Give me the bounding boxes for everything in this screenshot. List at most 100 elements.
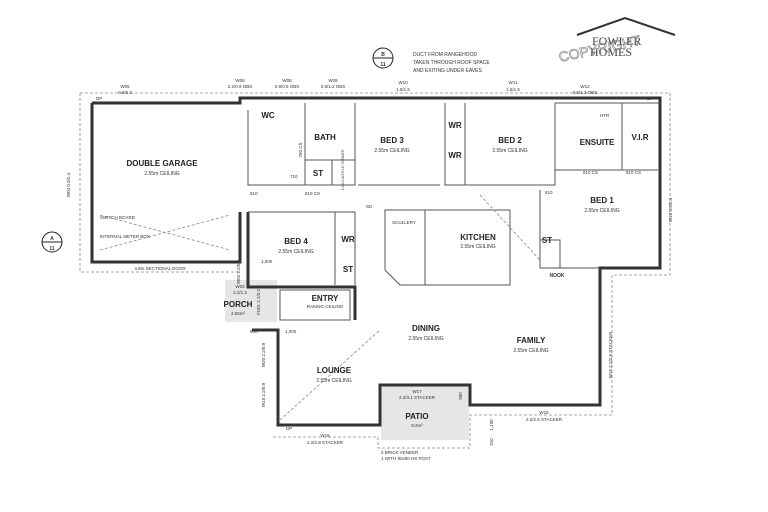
svg-text:RAKING CEILING: RAKING CEILING [307,304,344,309]
svg-text:W11: W11 [509,80,518,85]
svg-text:760 CS: 760 CS [298,142,303,157]
svg-text:500: 500 [250,329,258,334]
svg-text:FD01 2.2/3.2: FD01 2.2/3.2 [256,288,261,315]
svg-text:W02: W02 [235,284,245,289]
room-wr-2: WR [448,151,462,160]
svg-text:W20 2.2/0.9: W20 2.2/0.9 [261,342,266,367]
svg-text:W17: W17 [412,389,422,394]
room-vir: V.I.R [631,133,648,142]
meter-box-label: INTERNAL METER BOX [100,234,150,239]
svg-text:11: 11 [380,62,386,68]
svg-text:2.2/1.2: 2.2/1.2 [233,290,247,295]
room-lounge: LOUNGE [317,366,352,375]
svg-text:0.9/0.9 OBS: 0.9/0.9 OBS [275,84,300,89]
svg-text:810 CS: 810 CS [626,170,641,175]
svg-text:2.55m CEILING: 2.55m CEILING [492,148,527,154]
room-dining: DINING [412,324,440,333]
room-double-garage: DOUBLE GARAGE [126,159,198,168]
svg-text:2.55m CEILING: 2.55m CEILING [278,249,313,255]
svg-text:W18: W18 [320,433,330,438]
svg-text:W08: W08 [282,78,292,83]
svg-text:2.2/0.9 OBS: 2.2/0.9 OBS [228,84,253,89]
room-entry: ENTRY [312,294,339,303]
shower-label: 1.0x1.0 ACRYLIC SHOWER [341,149,345,190]
room-store-bed4: ST [343,265,353,274]
section-marker-a: A 11 [41,231,63,253]
svg-text:2.55m²: 2.55m² [231,311,246,316]
external-walls [90,96,662,427]
svg-text:810: 810 [545,190,553,195]
duct-note-1: DUCT FROM RANGEHOOD [413,52,477,58]
svg-text:W16: W16 [539,410,549,415]
room-wr-1: WR [448,121,462,130]
svg-text:DP: DP [286,426,292,431]
svg-text:11: 11 [49,246,55,252]
svg-text:2.2/3.1 STACKER: 2.2/3.1 STACKER [399,395,436,400]
svg-text:W13 0.9/2.4: W13 0.9/2.4 [668,197,673,222]
svg-text:A: A [50,236,54,242]
room-bed1: BED 1 [590,196,614,205]
room-scullery: SCULLERY [392,220,416,225]
svg-text:1.5/1.5: 1.5/1.5 [396,87,410,92]
svg-text:0.9/1.2 OBS: 0.9/1.2 OBS [321,84,346,89]
svg-text:HTR: HTR [600,113,610,118]
svg-text:0.8/2.2: 0.8/2.2 [118,90,132,95]
switch-board-label: SWITCH BOARD [100,215,136,220]
section-marker-b: B 11 [372,47,394,69]
svg-text:810 CS: 810 CS [583,170,598,175]
svg-text:2.55m CEILING: 2.55m CEILING [513,348,548,354]
svg-text:DP: DP [647,96,653,101]
duct-note-3: AND EXITING UNDER EAVES [413,68,482,74]
svg-text:W09: W09 [328,78,338,83]
svg-text:2 BRICK VENEER: 2 BRICK VENEER [381,450,419,455]
patio-area [381,386,469,440]
svg-text:FOWLER: FOWLER [592,34,641,48]
svg-text:DP: DP [96,96,102,101]
room-porch: PORCH [224,300,253,309]
svg-text:9.2m²: 9.2m² [411,423,423,428]
svg-text:W04 0.9/2.4: W04 0.9/2.4 [66,172,71,197]
svg-text:W15 2.2/2.8 STACKER: W15 2.2/2.8 STACKER [608,331,613,378]
svg-text:2.2/2.8 STACKER: 2.2/2.8 STACKER [307,440,344,445]
fowler-homes-logo: FOWLER HOMES COPYRIGHT [557,16,676,65]
room-family: FAMILY [517,336,546,345]
svg-text:0.9/1.2 OBS: 0.9/1.2 OBS [573,90,598,95]
svg-text:1,000: 1,000 [285,329,297,334]
svg-text:2.2/2.8 STACKER: 2.2/2.8 STACKER [526,417,563,422]
svg-text:2.55m CEILING: 2.55m CEILING [408,336,443,342]
svg-text:810 CS: 810 CS [305,191,320,196]
svg-text:HOMES: HOMES [590,45,632,59]
svg-text:B: B [381,52,385,58]
room-ensuite: ENSUITE [580,138,615,147]
duct-note-2: TAKEN THROUGH ROOF SPACE [413,60,490,66]
svg-text:W06: W06 [235,78,245,83]
svg-text:2.55m CEILING: 2.55m CEILING [584,208,619,214]
room-wc: WC [261,111,275,120]
svg-text:900: 900 [458,392,463,400]
room-bath: BATH [314,133,336,142]
smoke-detector: SD [366,204,373,209]
svg-text:1.5/1.5: 1.5/1.5 [506,87,520,92]
internal-walls [99,102,660,421]
room-bed4: BED 4 [284,237,308,246]
sectional-door-label: 4.8m SECTIONAL DOOR [134,266,186,271]
room-patio: PATIO [405,412,428,421]
svg-text:W12: W12 [580,84,590,89]
svg-text:310: 310 [489,438,494,446]
svg-text:2.55m CEILING: 2.55m CEILING [316,378,351,384]
room-nook: NOOK [550,273,565,279]
svg-text:710: 710 [290,174,298,179]
room-kitchen: KITCHEN [460,233,496,242]
room-store: ST [313,169,323,178]
room-wr-bed4: WR [341,235,355,244]
svg-text:W19 2.2/0.9: W19 2.2/0.9 [261,382,266,407]
svg-text:810: 810 [250,191,258,196]
svg-text:1,500: 1,500 [261,259,273,264]
eaves-line [79,92,671,449]
svg-text:2.55m CEILING: 2.55m CEILING [144,171,179,177]
svg-text:1 WITH 90x90 HS POST: 1 WITH 90x90 HS POST [381,456,431,461]
svg-text:W10: W10 [398,80,408,85]
room-bed3: BED 3 [380,136,404,145]
room-bed2: BED 2 [498,136,522,145]
